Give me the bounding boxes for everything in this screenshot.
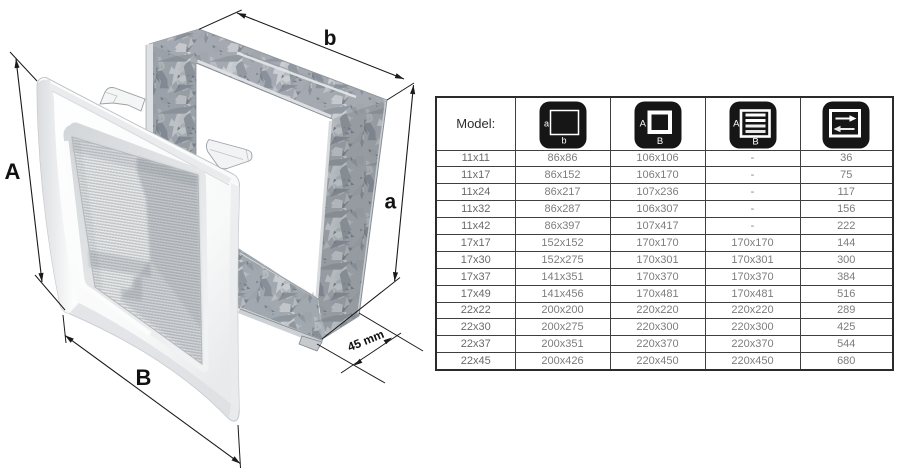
svg-text:a: a	[385, 191, 397, 214]
svg-text:A: A	[733, 119, 740, 130]
svg-text:A: A	[639, 119, 646, 130]
svg-text:b: b	[324, 27, 337, 50]
svg-text:b: b	[561, 136, 566, 146]
svg-text:B: B	[752, 137, 758, 148]
svg-text:A: A	[4, 159, 20, 184]
svg-text:45 mm: 45 mm	[346, 327, 387, 354]
svg-text:B: B	[656, 136, 662, 147]
svg-text:B: B	[136, 365, 152, 390]
svg-text:a: a	[543, 119, 548, 129]
